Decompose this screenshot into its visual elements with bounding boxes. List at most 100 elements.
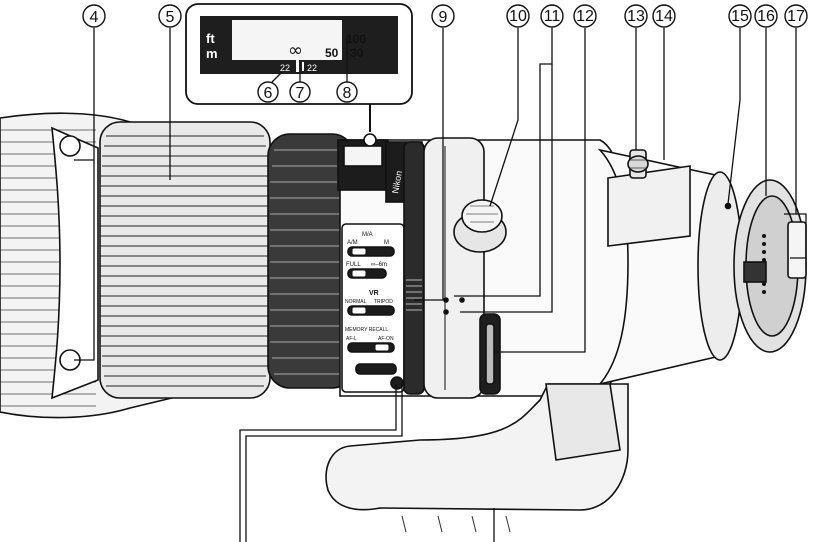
collar-knob-top [461,199,503,233]
svg-text:8: 8 [343,85,352,102]
inset-scale-window [232,20,342,60]
unit-m: m [206,46,218,61]
ir-index-mark [302,62,304,71]
vr-knob[interactable] [351,306,367,315]
af-l-label: AF-L [346,336,357,342]
svg-text:17: 17 [787,8,805,25]
vr-switch[interactable]: VR NORMAL TRIPOD [345,290,395,316]
callout-labels: 4 5 6 7 8 9 10 11 [82,4,808,103]
index-dot-3 [459,297,465,303]
focus-index-mark [296,60,299,72]
svg-text:16: 16 [757,8,775,25]
leader-17a [784,28,797,215]
af-a-m-label: A/M [347,240,358,246]
leader-10 [489,28,519,207]
preset-ring[interactable] [403,141,425,395]
leader-11b [460,64,553,313]
vr-tripod-label: TRIPOD [374,299,393,305]
memory-set-button[interactable] [390,376,404,390]
index-dot-1 [443,297,449,303]
vr-label: VR [369,290,379,297]
callout-7: 7 [289,81,311,103]
lock-screw[interactable] [627,149,649,179]
scale-m-30: 30 [350,46,364,60]
af-on-label: AF-ON [378,336,394,342]
scale-infinity: ∞ [288,40,303,61]
scale-window [343,145,383,167]
leader-17b [790,213,807,259]
focus-limit-full-label: FULL [346,262,361,268]
svg-text:15: 15 [731,8,749,25]
callout-9: 9 [431,4,455,28]
focus-limit-switch[interactable]: FULL ∞–6m [346,262,387,279]
svg-text:7: 7 [296,85,305,102]
collar-ring [423,137,485,399]
callout-13: 13 [624,4,648,28]
leader-9 [414,28,444,301]
callout-10: 10 [506,4,530,28]
callout-4: 4 [82,4,106,28]
svg-text:13: 13 [627,8,645,25]
memory-set-switch[interactable] [355,363,404,390]
focus-ring [99,121,271,399]
mount-index [724,202,732,210]
lens-illustration: Nikon M/A A/M M FULL ∞–6m VR NORMAL TRIP… [0,112,807,533]
af-mode-knob[interactable] [351,247,367,256]
inset-connector-end [363,133,377,147]
callout-16: 16 [754,4,778,28]
af-m-label: M [384,240,389,246]
af-mode-switch[interactable]: M/A A/M M [347,232,395,257]
memory-recall-label: MEMORY RECALL [345,327,388,333]
index-dot-2 [443,309,449,315]
unit-ft: ft [206,31,215,46]
memory-set-slot[interactable] [355,363,397,375]
leader-6 [271,71,283,83]
svg-text:14: 14 [655,8,673,25]
hood-bracket [51,126,99,400]
callout-5: 5 [158,4,182,28]
function-knob[interactable] [374,343,390,352]
svg-text:6: 6 [264,85,273,102]
handle-grip-lines [401,515,511,533]
meter-coupling [743,261,767,283]
leader-12 [494,28,586,353]
svg-text:12: 12 [576,8,594,25]
svg-text:5: 5 [166,9,175,26]
leader-11a [454,28,553,297]
hood-screw-top [59,135,81,157]
dof-left-22: 22 [280,63,290,73]
callout-15: 15 [728,4,752,28]
callout-14: 14 [652,4,676,28]
af-m-a-label: M/A [362,232,373,238]
scale-m-50: 50 [325,46,339,60]
callout-8: 8 [336,81,358,103]
vr-normal-label: NORMAL [345,299,367,305]
focus-ring-grip [100,135,270,387]
brand-text: Nikon [390,170,404,194]
focus-limit-inf-label: ∞–6m [371,262,387,268]
leader-4b [74,160,95,361]
tripod-collar-top [607,165,691,247]
callout-6: 6 [257,81,279,103]
leader-bottom-a [239,384,397,542]
dof-right-22: 22 [307,63,317,73]
callout-11: 11 [540,4,564,28]
svg-text:9: 9 [439,9,448,26]
leader-lines [74,28,807,542]
scale-ft-100: 100 [346,32,366,46]
function-switch[interactable]: MEMORY RECALL AF-L AF-ON [345,327,395,353]
lock-screw-head [627,155,649,173]
callout-12: 12 [573,4,597,28]
svg-text:4: 4 [90,9,99,26]
leader-bottom-b [245,384,403,542]
foot-release-slot [485,323,495,385]
callout-17: 17 [784,4,808,28]
preset-ring-ribs [406,279,422,311]
focus-limit-knob[interactable] [351,269,367,278]
svg-text:11: 11 [544,8,561,25]
svg-text:10: 10 [509,8,527,25]
leader-15 [727,28,741,205]
distance-scale-inset: ft m 100 ∞ 50 30 22 22 [185,3,413,147]
tripod-foot-neck [545,383,621,461]
